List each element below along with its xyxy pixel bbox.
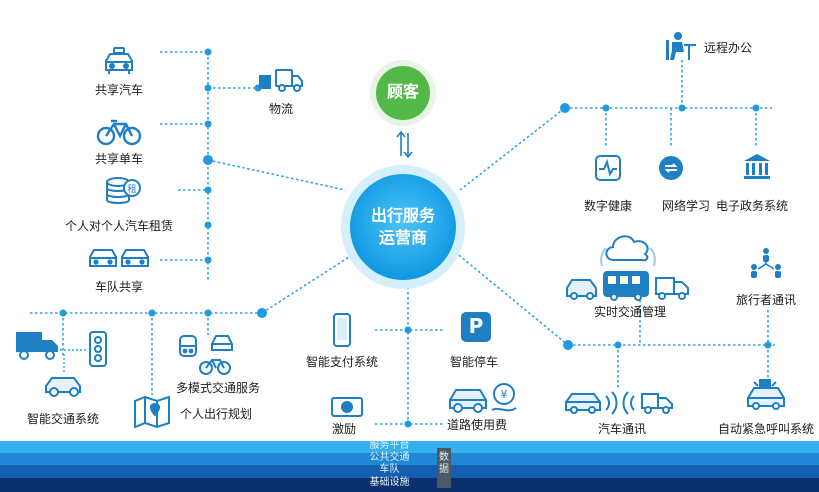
center-circle: [341, 165, 465, 289]
layer-public-transport: 公共交通: [0, 453, 819, 465]
remote-office-label: 远程办公: [704, 41, 753, 55]
incentive-label: 激励: [332, 422, 357, 436]
fleet-share-label: 车队共享: [94, 280, 144, 294]
layer-service-platform-label: 服务平台: [369, 440, 410, 451]
layer-public-transport-label: 公共交通: [369, 452, 410, 463]
digital-health-label: 数字健康: [583, 199, 633, 213]
emergency-call-icon: [747, 379, 785, 410]
data-layer-box: 数据: [437, 448, 451, 488]
smart-traffic-label: 智能交通系统: [26, 412, 100, 426]
parking-icon: [461, 312, 491, 342]
multimodal-icon: [179, 335, 233, 375]
layer-fleet: 车队: [0, 465, 819, 478]
v2x-icon: [565, 391, 673, 415]
parking-letter: P: [468, 314, 484, 338]
emergency-call-label: 自动紧急呼叫系统: [717, 422, 815, 436]
connector-dots: [59, 48, 772, 428]
cloud-icon: [600, 235, 656, 266]
trip-planning-label: 个人出行规划: [180, 407, 253, 421]
cash-icon: [331, 397, 363, 417]
road-fee-icon: ¥: [449, 383, 517, 413]
smart-parking-label: 智能停车: [450, 355, 499, 369]
remote-office-icon: [666, 32, 696, 60]
traffic-link-lines: [60, 349, 86, 372]
smart-pay-label: 智能支付系统: [306, 355, 379, 369]
customer-label: 顾客: [386, 82, 419, 101]
truck-icon: [16, 332, 58, 360]
realtime-traffic-label: 实时交通管理: [593, 305, 667, 319]
p2p-rental-label: 个人对个人汽车租赁: [64, 219, 174, 233]
online-learning-icon: [659, 156, 683, 180]
up-down-arrows-icon: [396, 130, 413, 159]
digital-health-icon: [595, 155, 621, 181]
e-gov-icon: [744, 154, 770, 179]
left-connectors: [30, 51, 775, 425]
traffic-vehicles-icon: [566, 271, 689, 301]
layer-service-platform: 服务平台: [0, 441, 819, 453]
e-gov-label: 电子政务系统: [715, 199, 789, 213]
traffic-car-icon: [45, 377, 81, 397]
shared-car-label: 共享汽车: [94, 83, 144, 97]
multimodal-label: 多模式交通服务: [176, 381, 261, 395]
logistics-icon: [259, 69, 303, 92]
layer-fleet-label: 车队: [379, 464, 400, 475]
traffic-light-icon: [89, 331, 107, 367]
road-fee-label: 道路使用费: [447, 418, 508, 432]
traveler-comm-icon: [751, 248, 781, 278]
customer-circle: [370, 60, 436, 126]
map-icon: [134, 395, 170, 429]
layer-infrastructure-label: 基础设施: [369, 477, 410, 488]
layer-infrastructure: 基础设施: [0, 478, 819, 492]
bicycle-icon: [96, 119, 142, 146]
traveler-comm-label: 旅行者通讯: [735, 293, 797, 307]
shared-bike-label: 共享单车: [94, 152, 144, 166]
logistics-label: 物流: [268, 102, 294, 116]
center-label: 出行服务 运营商: [338, 205, 468, 249]
center-label-line2: 运营商: [378, 228, 427, 247]
center-label-line1: 出行服务: [370, 206, 435, 225]
online-learning-label: 网络学习: [661, 199, 711, 213]
svg-text:租: 租: [127, 184, 136, 195]
fleet-share-icon: [89, 249, 149, 267]
smartphone-icon: [333, 313, 351, 347]
shared-car-icon: [105, 47, 133, 74]
svg-text:¥: ¥: [501, 388, 508, 401]
rental-icon: 租: [106, 177, 141, 204]
v2x-label: 汽车通讯: [597, 422, 647, 436]
